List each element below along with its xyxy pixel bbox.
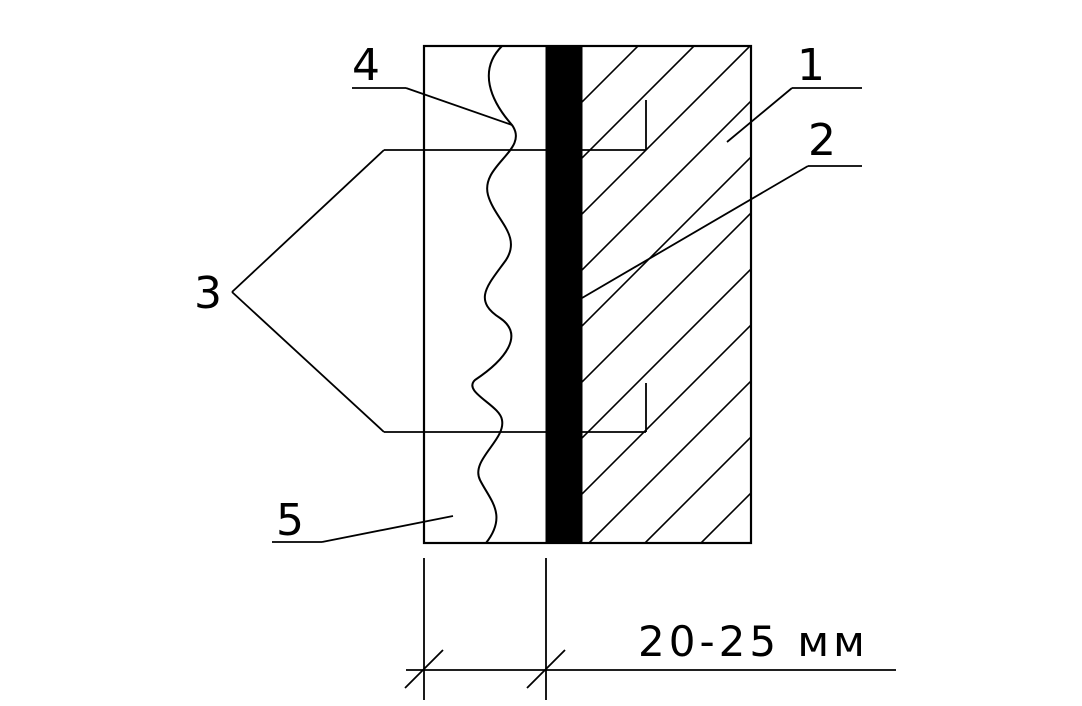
hatch-line (588, 379, 751, 543)
fastener-top (384, 100, 647, 151)
hatch-line (582, 323, 751, 496)
hatch-line (644, 435, 751, 543)
hatched-wall-region (582, 46, 1082, 543)
hatch-line (582, 46, 695, 160)
hatch-line (582, 211, 751, 384)
callout-2: 2 (808, 115, 836, 166)
leader-5 (272, 515, 454, 543)
dimension-annotation (404, 558, 896, 700)
leader-3 (231, 149, 385, 433)
hatch-line (813, 46, 1082, 543)
hatch-line (925, 46, 1082, 543)
leader-1 (726, 87, 862, 143)
hatch-line (981, 46, 1082, 543)
hatch-line (700, 491, 751, 543)
callout-4: 4 (352, 40, 380, 91)
hatch-line (869, 46, 1082, 543)
fastener-bottom (384, 383, 647, 433)
hatch-line (1037, 46, 1082, 543)
leader-4 (352, 87, 513, 126)
callout-1: 1 (797, 40, 825, 91)
barrier-strip (545, 45, 583, 544)
leader-2 (581, 165, 862, 299)
callout-5: 5 (276, 495, 304, 546)
dimension-text: 20-25 мм (638, 617, 869, 666)
hatch-line (582, 155, 751, 328)
hatch-line (582, 267, 751, 440)
hatch-line (582, 46, 751, 216)
section-outline (422, 44, 753, 545)
callout-3: 3 (194, 268, 222, 319)
hatch-line (757, 46, 1082, 543)
hatch-line (582, 99, 751, 272)
wavy-interface-line (471, 45, 517, 544)
